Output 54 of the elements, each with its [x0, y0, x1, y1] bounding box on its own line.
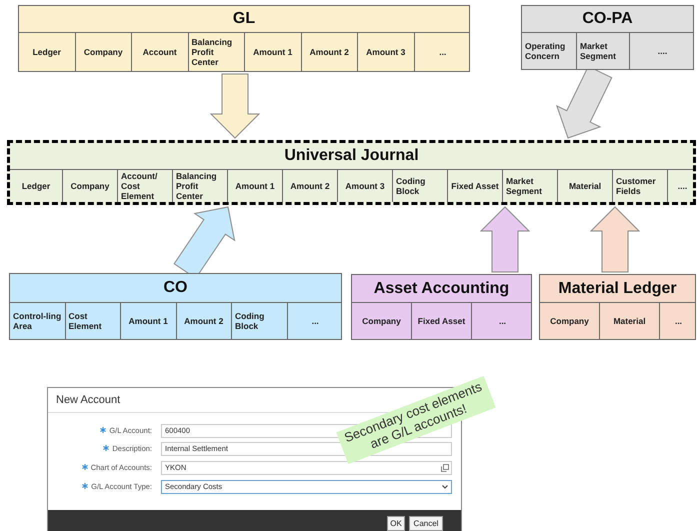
table-panel: [351, 274, 532, 340]
table-cell: Control-ling Area: [10, 303, 66, 339]
table-cell: Amount 3: [338, 170, 393, 202]
table-cell: Customer Fields: [613, 170, 668, 202]
table-panel: [18, 5, 470, 72]
table-cell: Fixed Asset: [448, 170, 503, 202]
table-title: CO: [10, 274, 341, 303]
table-cell: Market Segment: [503, 170, 558, 202]
table-title: Universal Journal: [10, 143, 693, 170]
table-cell: Fixed Asset: [412, 303, 472, 339]
table-title: CO-PA: [522, 6, 693, 33]
table-cell: Material: [558, 170, 613, 202]
table-cell: Company: [540, 303, 600, 339]
table-cell: Material: [600, 303, 660, 339]
block-arrow: [480, 206, 530, 272]
block-arrow: [590, 206, 640, 272]
table-cell: Ledger: [19, 33, 76, 71]
table-cell: ...: [288, 303, 343, 339]
table-cell: Balancing Profit Center: [173, 170, 228, 202]
table-panel: [521, 5, 694, 70]
table-cell: Amount 1: [245, 33, 302, 71]
table-cell: Account: [132, 33, 188, 71]
table-cell: Market Segment: [577, 33, 630, 69]
table-cell: ....: [630, 33, 695, 69]
table-panel: [539, 274, 696, 340]
table-cell: Cost Element: [66, 303, 121, 339]
table-cell: Amount 1: [121, 303, 176, 339]
dialog-title: New Account: [56, 394, 120, 406]
table-panel: [7, 140, 696, 205]
table-cell: ...: [660, 303, 697, 339]
table-cell: Amount 2: [283, 170, 338, 202]
table-title: Asset Accounting: [352, 275, 531, 303]
table-cell: Balancing Profit Center: [188, 33, 245, 71]
table-cell: Amount 2: [176, 303, 232, 339]
ok-button: OK: [387, 516, 405, 531]
table-cell: Operating Concern: [522, 33, 577, 69]
table-cell: Coding Block: [393, 170, 448, 202]
table-cell: Coding Block: [232, 303, 288, 339]
table-cell: Company: [352, 303, 412, 339]
table-cell: Company: [76, 33, 132, 71]
table-cell: Amount 1: [228, 170, 283, 202]
table-cell: Amount 2: [302, 33, 358, 71]
block-arrow: [210, 74, 260, 139]
table-cell: Ledger: [10, 170, 63, 202]
table-cell: Company: [63, 170, 118, 202]
table-cell: Amount 3: [358, 33, 414, 71]
table-cell: ....: [668, 170, 697, 202]
table-panel: [9, 273, 342, 340]
table-title: GL: [19, 6, 469, 33]
table-cell: ...: [472, 303, 533, 339]
cancel-button: Cancel: [409, 516, 443, 531]
table-cell: ...: [414, 33, 471, 71]
table-title: Material Ledger: [540, 275, 695, 303]
table-cell: Account/ Cost Element: [118, 170, 173, 202]
